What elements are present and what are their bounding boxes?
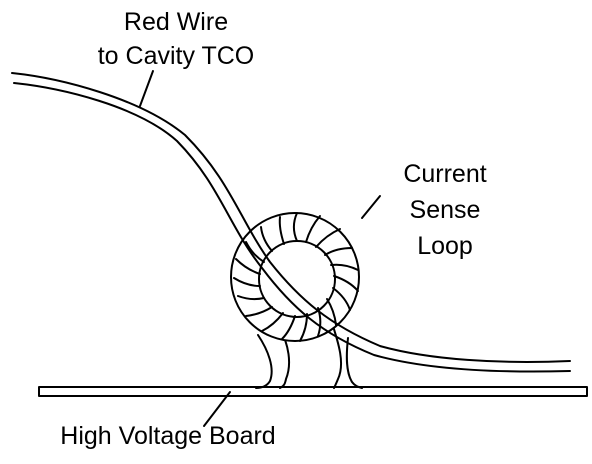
- red-wire: [11, 72, 571, 373]
- loop-label-line1: Current: [403, 160, 487, 188]
- current-sense-loop: [230, 212, 360, 342]
- board-label: High Voltage Board: [60, 422, 276, 450]
- red-wire-label-line1: Red Wire: [123, 8, 229, 36]
- red-wire-label-line2: to Cavity TCO: [97, 42, 255, 70]
- loop-windings: [233, 212, 359, 342]
- loop-label-line2: Sense: [409, 196, 481, 224]
- board-leader-line: [203, 391, 231, 427]
- loop-label-line3: Loop: [417, 232, 473, 260]
- high-voltage-board: [38, 386, 588, 397]
- loop-legs: [255, 319, 363, 389]
- red-wire-leader-line: [139, 70, 154, 107]
- loop-leader-line: [361, 195, 381, 219]
